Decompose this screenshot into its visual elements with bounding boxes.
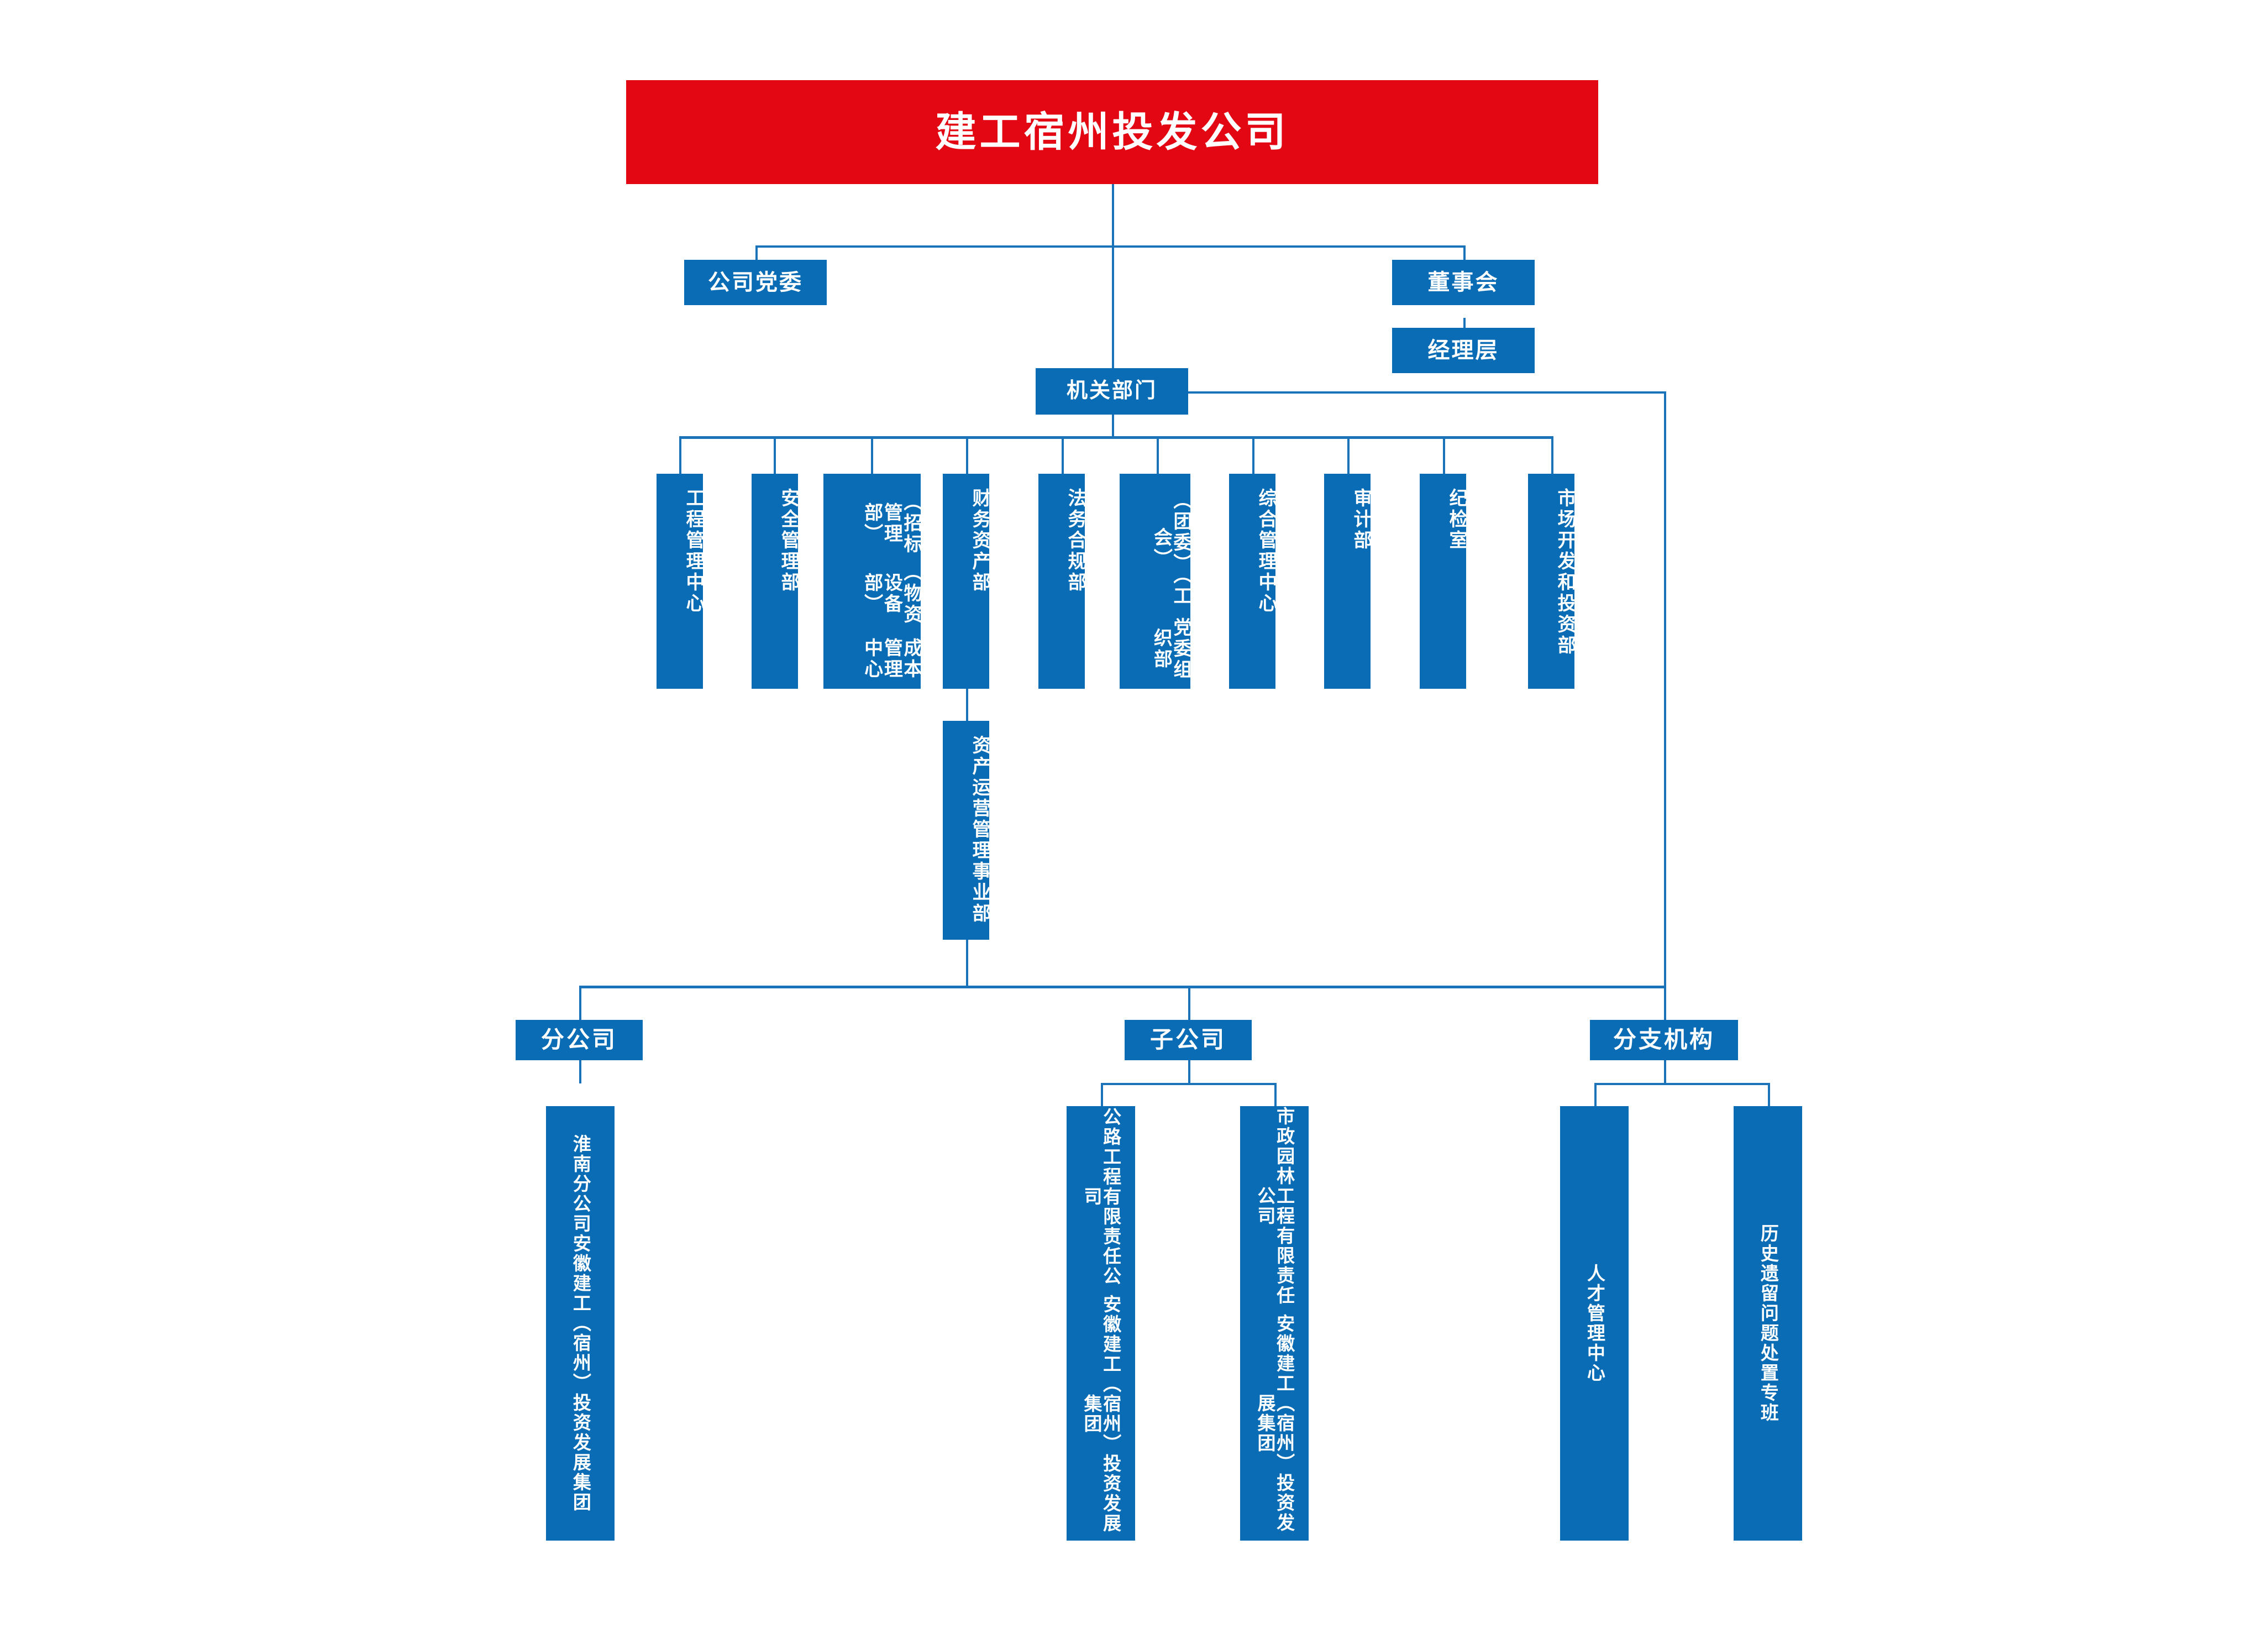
node-management-layer-label: 经理层 [1427,338,1499,363]
node-agency-1-line-1: 人才管理中心 [1584,1264,1605,1383]
node-party-committee-label: 公司党委 [708,270,803,295]
node-management-layer[interactable]: 经理层 [1392,328,1535,373]
node-departments-head[interactable]: 机关部门 [1036,368,1188,415]
connector-dept-drop-7 [1252,436,1254,474]
connector-agency-group-stem [1664,1060,1666,1083]
node-department-4-line-1: 财务资产部 [969,488,990,593]
node-subsidiary-1[interactable]: 安徽建工（宿州）投资发展集团 公路工程有限责任公司 [1067,1106,1135,1541]
node-party-committee[interactable]: 公司党委 [684,260,827,305]
connector-department-bus [679,436,1553,439]
node-department-4[interactable]: 财务资产部 [943,474,990,689]
connector-dept-drop-9 [1443,436,1445,474]
connector-departments-head-stem [1112,415,1114,437]
connector-agency-drop-2 [1768,1083,1770,1106]
node-board-of-directors-label: 董事会 [1427,270,1499,295]
root-node-label: 建工宿州投发公司 [935,109,1289,155]
node-agency-2[interactable]: 历史遗留问题处置专班 [1734,1106,1802,1541]
node-branch-company-1[interactable]: 安徽建工（宿州）投资发展集团 淮南分公司 [546,1106,615,1541]
node-subsidiary-1-line-2: 公路工程有限责任公司 [1082,1107,1121,1286]
node-department-7-line-1: 综合管理中心 [1256,488,1277,614]
connector-dept-drop-2 [774,436,776,474]
connector-subsidiary-drop-1 [1101,1083,1103,1106]
node-department-3[interactable]: 成本管理中心 （物资设备部） （招标管理部） [823,474,922,689]
node-department-9-line-1: 纪检室 [1446,488,1467,551]
node-subsidiary-2-line-2: 市政园林工程有限责任公司 [1255,1107,1295,1306]
connector-bus-to-agency-group [1664,986,1666,1020]
node-branch-company-1-line-2: 淮南分公司 [570,1134,591,1234]
node-department-9[interactable]: 纪检室 [1420,474,1467,689]
connector-dept-drop-3 [871,436,873,474]
connector-root-stem [1112,184,1114,247]
connector-dept-drop-5 [1062,436,1064,474]
node-department-2[interactable]: 安全管理部 [752,474,799,689]
node-department-10[interactable]: 市场开发和投资部 [1528,474,1576,689]
connector-level2-bus [755,245,1464,248]
node-group-subsidiaries-label: 子公司 [1149,1027,1226,1053]
node-department-2-line-1: 安全管理部 [778,488,799,593]
connector-to-party-committee [755,245,758,260]
node-department-5-line-1: 法务合规部 [1065,488,1086,593]
node-departments-head-label: 机关部门 [1066,379,1157,403]
node-agency-2-line-1: 历史遗留问题处置专班 [1758,1224,1779,1423]
node-business-unit-label: 资产运营管理事业部 [969,735,990,924]
connector-dept-drop-8 [1347,436,1350,474]
node-department-3-line-3: （招标管理部） [861,491,922,555]
node-subsidiary-2[interactable]: 安徽建工（宿州）投资发展集团 市政园林工程有限责任公司 [1240,1106,1309,1541]
node-group-branch-companies-label: 分公司 [540,1027,617,1053]
connector-subsidiary-group-stem [1188,1060,1190,1083]
node-subsidiary-1-line-1: 安徽建工（宿州）投资发展集团 [1082,1294,1121,1533]
connector-dept-drop-10 [1551,436,1553,474]
connector-subsidiary-drop-2 [1274,1083,1277,1106]
node-agency-1[interactable]: 人才管理中心 [1560,1106,1629,1541]
node-department-6-line-2: （团委）（工会） [1151,490,1191,607]
node-department-1[interactable]: 工程管理中心 [657,474,704,689]
node-subsidiary-2-line-1: 安徽建工（宿州）投资发展集团 [1255,1314,1295,1533]
connector-business-unit-to-bus [966,940,968,988]
connector-to-board [1463,245,1466,260]
connector-branch-group-stem [579,1060,581,1083]
node-group-subsidiaries[interactable]: 子公司 [1125,1020,1252,1060]
connector-agency-split-bus [1594,1083,1770,1085]
connector-bus-to-branch-group [579,986,581,1020]
node-department-6[interactable]: 党委组织部 （团委）（工会） [1120,474,1191,689]
node-board-of-directors[interactable]: 董事会 [1392,260,1535,305]
connector-departments-head-right [1188,391,1666,394]
connector-finance-to-business-unit [966,689,968,721]
node-group-agencies-label: 分支机构 [1613,1027,1715,1053]
root-node-company[interactable]: 建工宿州投发公司 [626,80,1598,184]
node-department-8-line-1: 审计部 [1351,488,1372,551]
connector-agency-drop-1 [1594,1083,1597,1106]
connector-dept-drop-4 [966,436,968,474]
node-business-unit-asset-operations[interactable]: 资产运营管理事业部 [943,721,990,940]
connector-dept-drop-6 [1157,436,1159,474]
connector-subsidiary-split-bus [1101,1083,1277,1085]
node-department-1-line-1: 工程管理中心 [683,488,704,614]
connector-right-trunk [1664,391,1666,987]
connector-dept-drop-1 [679,436,681,474]
connector-root-to-departments-head [1112,245,1114,368]
connector-bus-to-subsidiary-group [1188,986,1190,1020]
node-branch-company-1-line-1: 安徽建工（宿州）投资发展集团 [570,1234,591,1512]
node-department-3-line-1: 成本管理中心 [861,637,922,680]
node-group-agencies[interactable]: 分支机构 [1590,1020,1738,1060]
node-department-5[interactable]: 法务合规部 [1038,474,1086,689]
node-department-7[interactable]: 综合管理中心 [1229,474,1277,689]
node-group-branch-companies[interactable]: 分公司 [516,1020,643,1060]
node-department-8[interactable]: 审计部 [1324,474,1372,689]
node-department-10-line-1: 市场开发和投资部 [1555,488,1576,656]
node-department-6-line-1: 党委组织部 [1151,617,1191,680]
node-department-3-line-2: （物资设备部） [861,562,922,625]
connector-group-bus [579,986,1665,988]
